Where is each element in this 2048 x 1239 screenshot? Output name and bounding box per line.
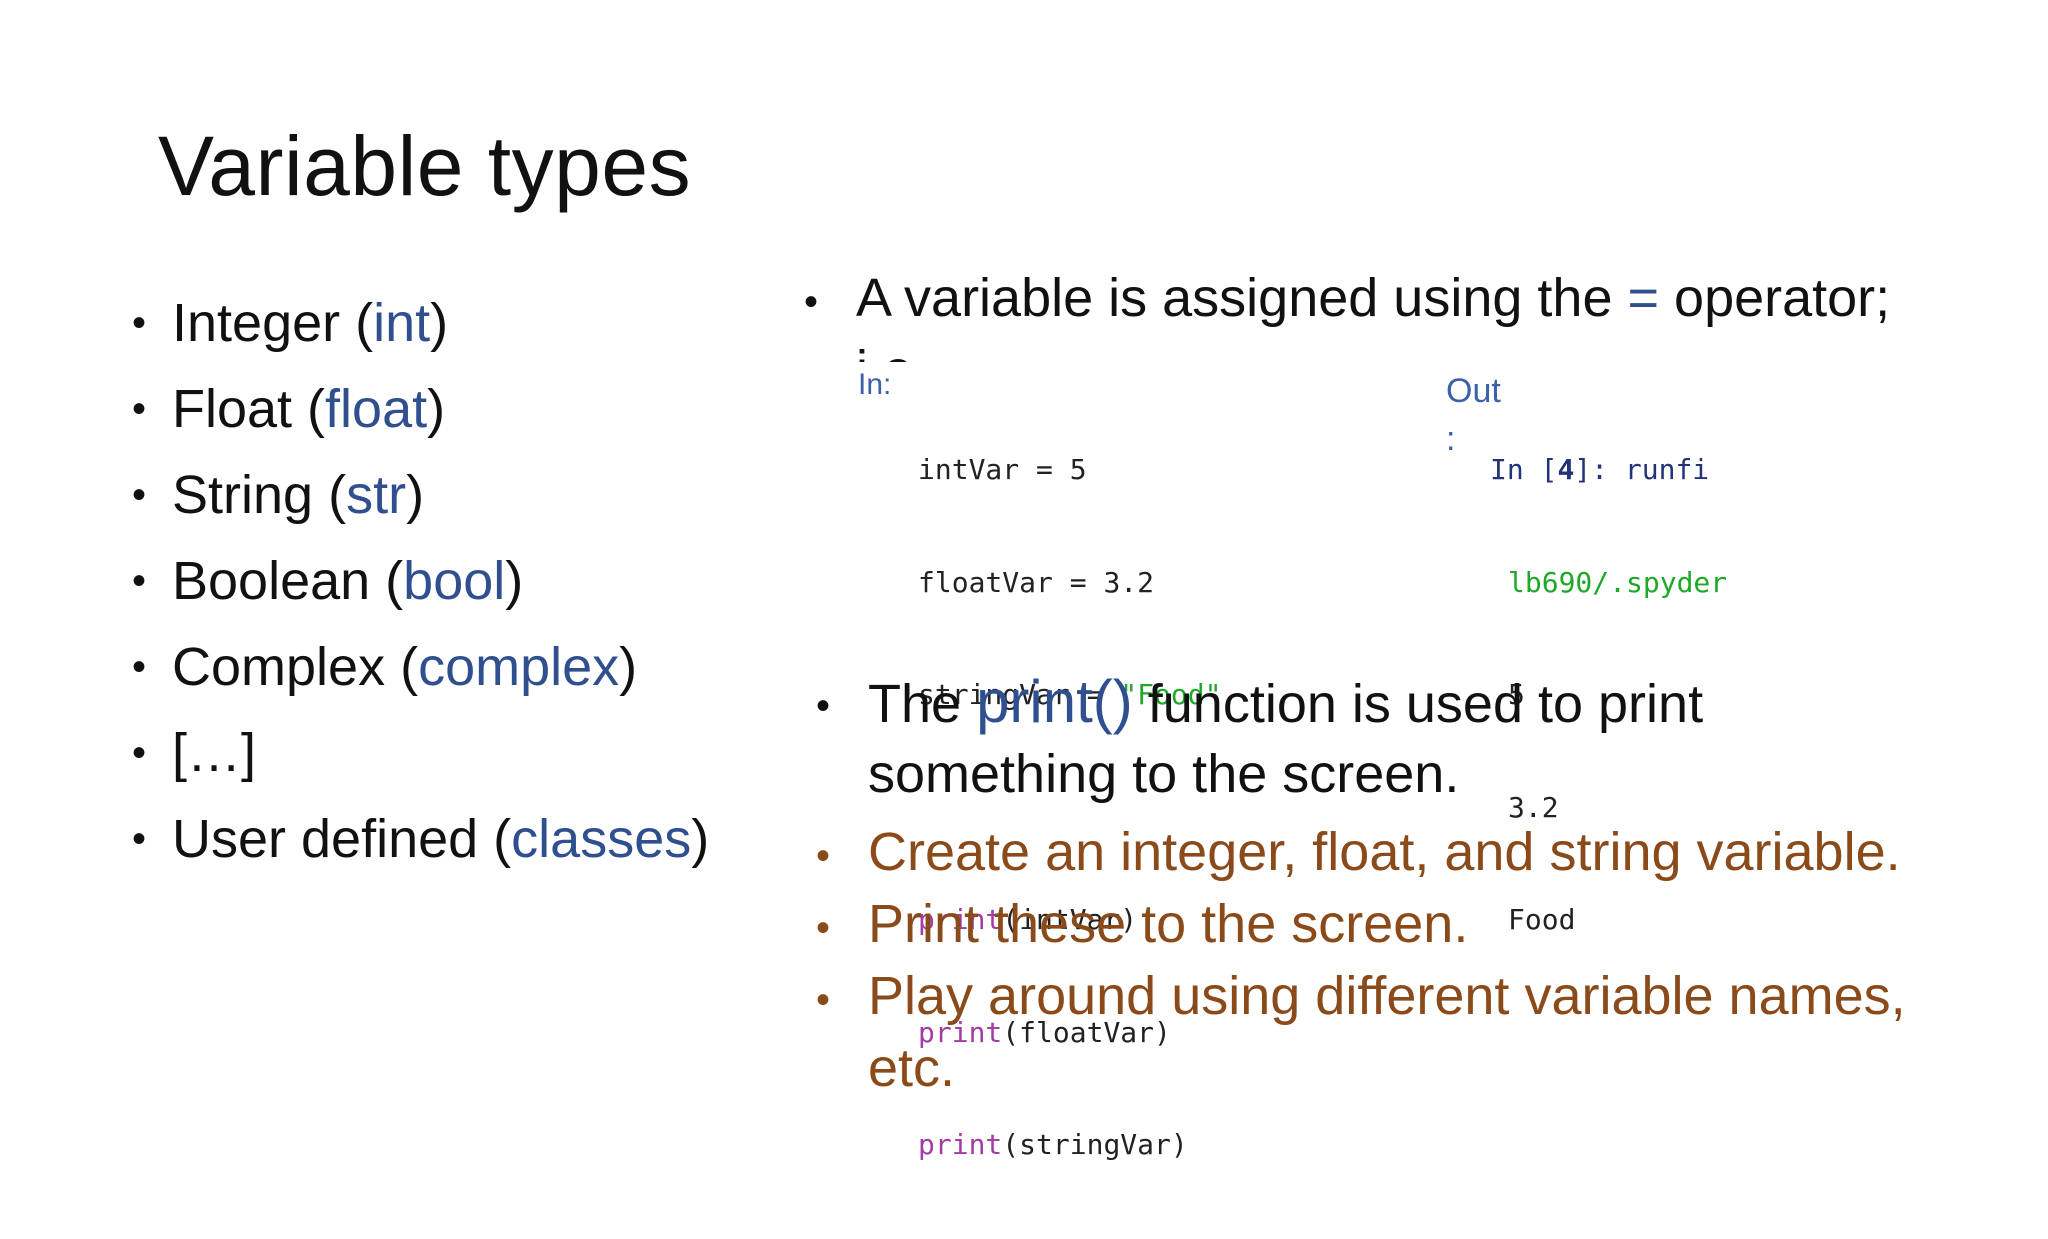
bullet-icon: • xyxy=(132,387,147,431)
type-keyword: str xyxy=(346,465,407,525)
list-item-float: • Float (float) xyxy=(132,369,709,455)
type-keyword: bool xyxy=(403,551,506,611)
console-out-label: Out xyxy=(1446,372,1501,410)
code-line: intVar = 5 xyxy=(918,453,1087,486)
type-keyword: float xyxy=(325,379,428,439)
bullet-icon: • xyxy=(804,280,819,324)
slide-title: Variable types xyxy=(158,119,692,213)
code-line: floatVar = 3.2 xyxy=(918,565,1155,599)
list-item-boolean: • Boolean (bool) xyxy=(132,541,709,627)
console-output-line: 3.2 xyxy=(1508,790,1559,824)
console-output-snippet: In [4]: runfi lb690/.spyder 5 3.2 Food xyxy=(1490,376,1728,1014)
code-line: print(floatVar) xyxy=(918,1015,1171,1049)
type-keyword: complex xyxy=(418,637,620,697)
console-path-line: lb690/.spyder xyxy=(1508,565,1728,599)
code-line: print(intVar) xyxy=(918,903,1138,936)
bullet-icon: • xyxy=(132,731,147,775)
assignment-operator: = xyxy=(1627,268,1660,328)
list-item-integer: • Integer (int) xyxy=(132,283,709,369)
list-item-complex: • Complex (complex) xyxy=(132,627,709,713)
bullet-icon: • xyxy=(816,684,831,728)
print-keyword: print() xyxy=(976,668,1133,735)
bullet-icon: • xyxy=(132,645,147,689)
variable-types-list: • Integer (int) • Float (float) • String… xyxy=(132,283,709,885)
bullet-icon: • xyxy=(132,817,147,861)
bullet-icon: • xyxy=(816,834,831,878)
console-output-line: Food xyxy=(1508,903,1576,936)
console-prompt-line: In [4]: runfi xyxy=(1490,453,1710,486)
exercise-item: • Print these to the screen. xyxy=(816,888,1906,960)
exercise-list: • Create an integer, float, and string v… xyxy=(816,816,1906,1104)
code-in-label: In: xyxy=(858,368,892,401)
type-keyword: classes xyxy=(511,809,692,869)
bullet-icon: • xyxy=(816,906,831,950)
list-item-ellipsis: • […] xyxy=(132,713,709,799)
list-item-user-defined: • User defined (classes) xyxy=(132,799,709,885)
bullet-icon: • xyxy=(132,473,147,517)
console-output-line: 5 xyxy=(1508,678,1525,711)
list-item-string: • String (str) xyxy=(132,455,709,541)
slide: Variable types • Integer (int) • Float (… xyxy=(132,119,1906,1161)
exercise-item: • Create an integer, float, and string v… xyxy=(816,816,1906,888)
bullet-icon: • xyxy=(816,978,831,1022)
ie-text: i.e. xyxy=(856,334,928,362)
code-line: print(stringVar) xyxy=(918,1128,1188,1161)
console-out-colon: : xyxy=(1446,420,1456,458)
code-line: stringVar = "Food" xyxy=(918,678,1222,711)
exercise-item: • Play around using different variable n… xyxy=(816,960,1906,1104)
bullet-icon: • xyxy=(132,559,147,603)
bullet-icon: • xyxy=(132,301,147,345)
type-keyword: int xyxy=(373,293,431,353)
